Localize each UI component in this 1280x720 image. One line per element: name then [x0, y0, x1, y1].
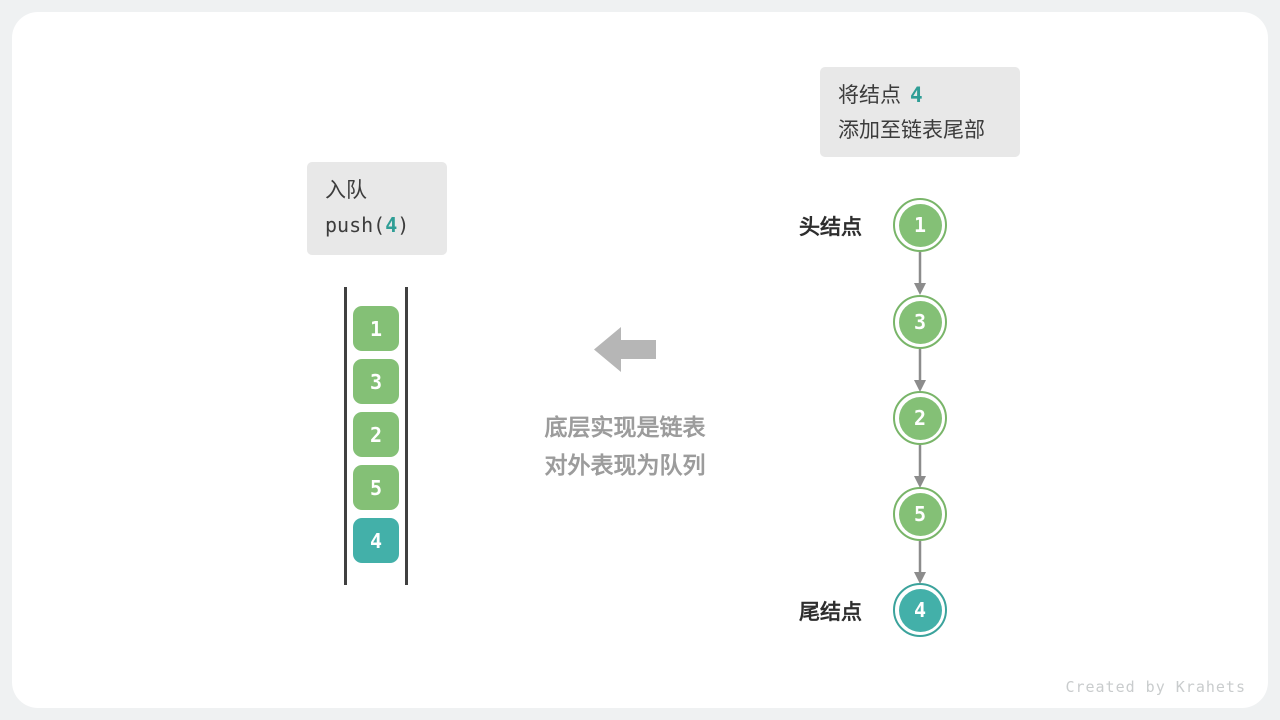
annotation-line-2: 添加至链表尾部	[838, 119, 985, 142]
left-arrow-icon	[594, 327, 656, 372]
head-node-label: 头结点	[799, 216, 862, 239]
queue-container: 1 3 2 5 4	[344, 287, 408, 585]
list-node: 5	[893, 487, 947, 541]
annotation-value: 4	[910, 83, 923, 107]
queue-cell: 1	[353, 306, 399, 351]
node-value: 1	[898, 203, 942, 247]
node-value: 4	[898, 588, 942, 632]
node-value: 5	[898, 492, 942, 536]
caption-line-2: 对外表现为队列	[544, 452, 706, 478]
annotation-text: 将结点	[838, 84, 901, 107]
caption-line-1: 底层实现是链表	[544, 414, 706, 440]
operation-box: 入队 push(4)	[307, 162, 447, 255]
code-suffix: )	[397, 213, 410, 237]
queue-cell: 2	[353, 412, 399, 457]
list-node: 2	[893, 391, 947, 445]
queue-cell: 5	[353, 465, 399, 510]
credit-text: Created by Krahets	[1065, 678, 1246, 696]
queue-cell: 3	[353, 359, 399, 404]
annotation-box: 将结点 4 添加至链表尾部	[820, 67, 1020, 157]
code-arg: 4	[385, 213, 398, 237]
node-value: 2	[898, 396, 942, 440]
diagram-card	[12, 12, 1268, 708]
down-arrow-icon	[913, 541, 927, 584]
operation-code: push(4)	[325, 208, 429, 243]
code-prefix: push(	[325, 213, 386, 237]
down-arrow-icon	[913, 252, 927, 295]
node-value: 3	[898, 300, 942, 344]
down-arrow-icon	[913, 349, 927, 392]
list-node: 3	[893, 295, 947, 349]
tail-node-label: 尾结点	[799, 601, 862, 624]
list-node: 4	[893, 583, 947, 637]
queue-cell: 4	[353, 518, 399, 563]
operation-title: 入队	[325, 179, 367, 202]
down-arrow-icon	[913, 445, 927, 488]
annotation-line-1: 将结点 4	[838, 78, 1002, 113]
list-node: 1	[893, 198, 947, 252]
center-caption: 底层实现是链表 对外表现为队列	[490, 408, 760, 484]
